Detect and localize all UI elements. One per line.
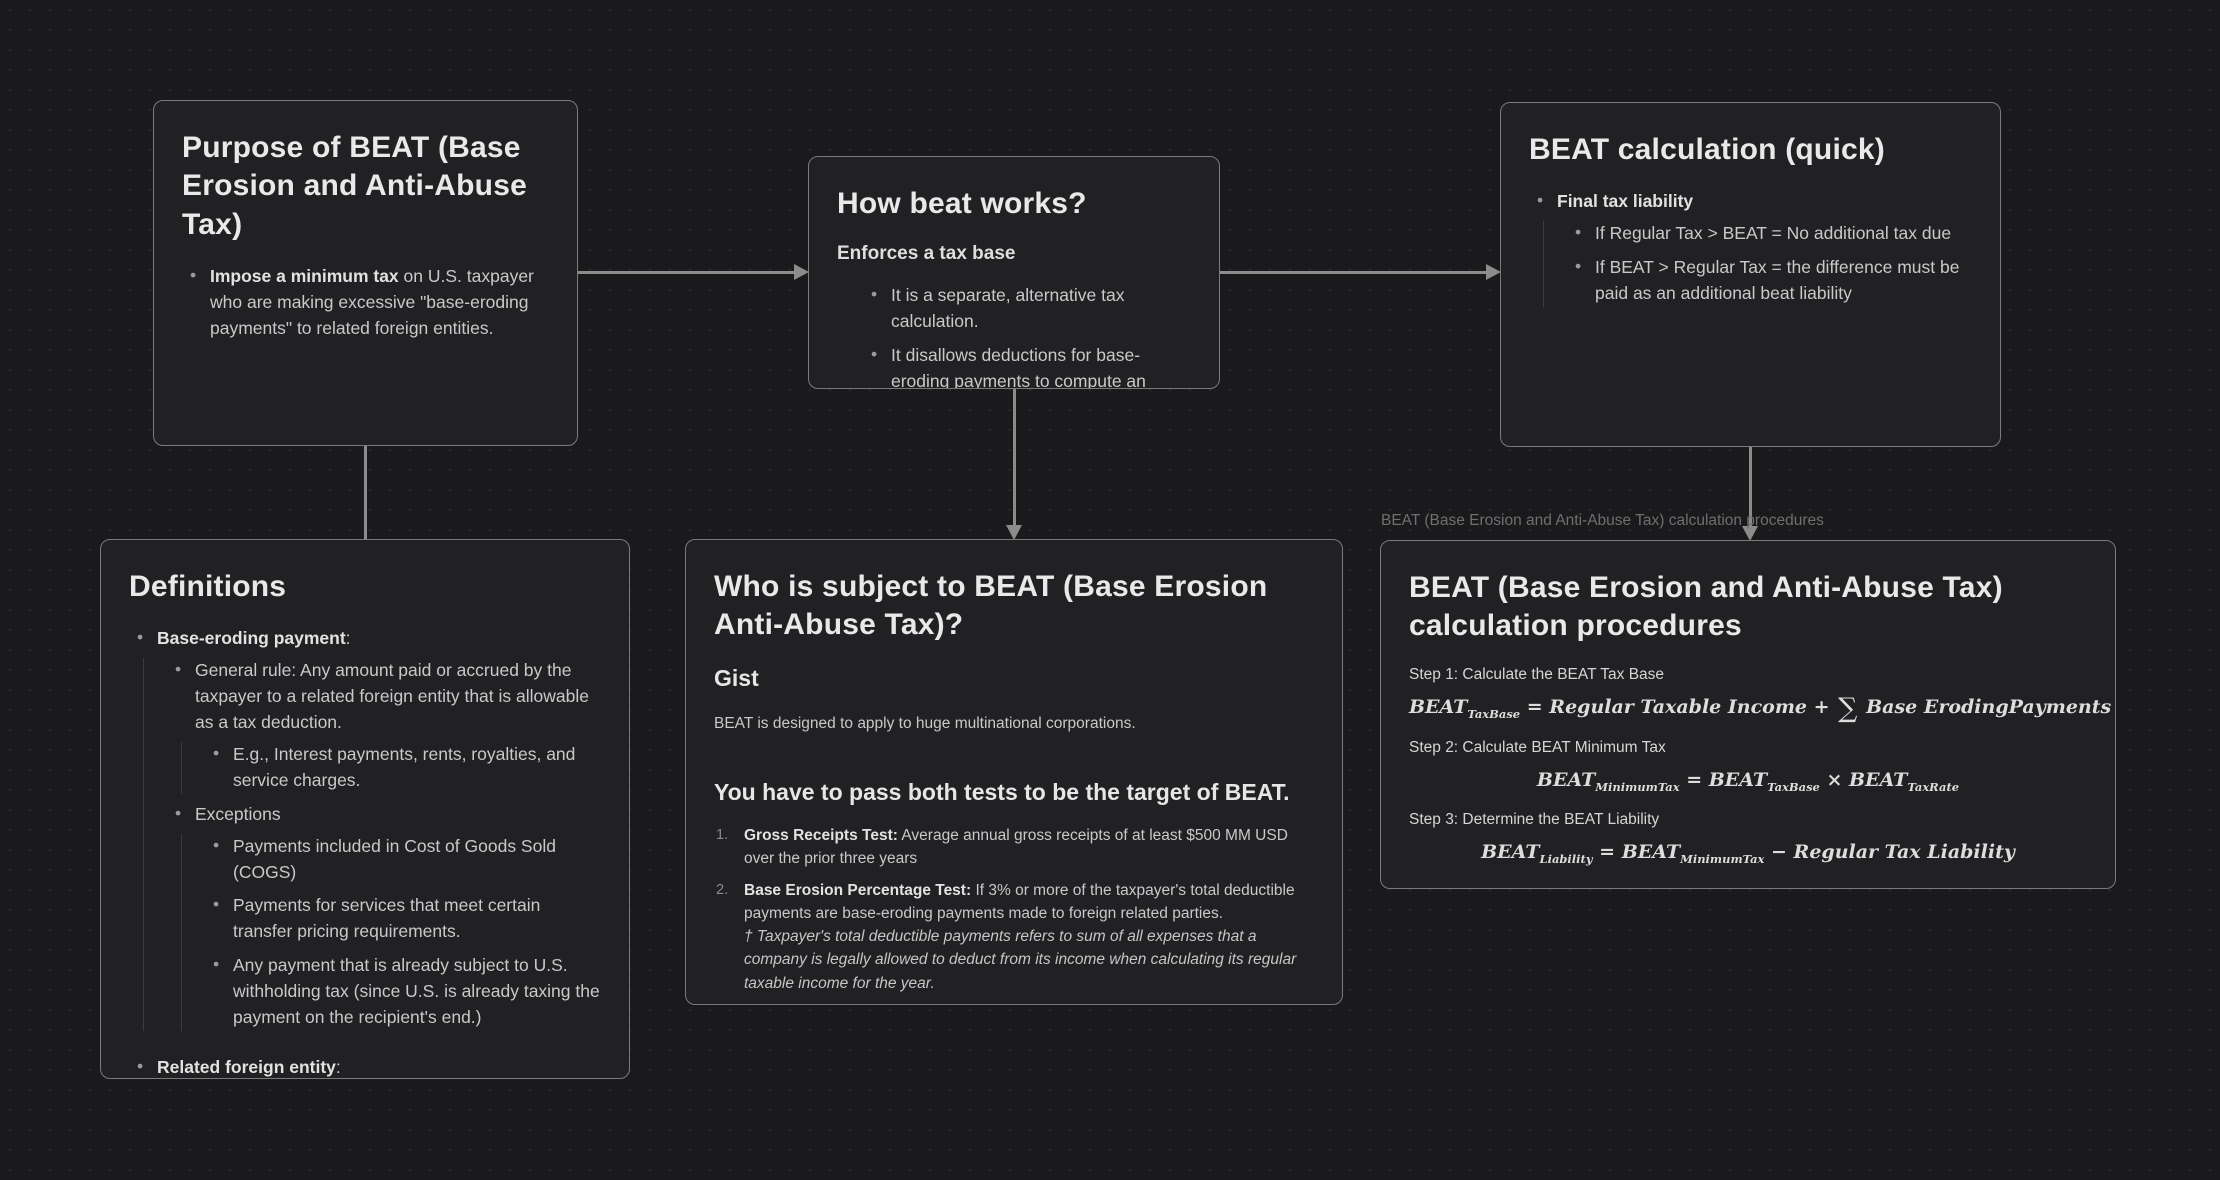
body-text: on U.S. taxpayer who are making excessiv…	[210, 266, 534, 338]
connector-how-to-quick[interactable]	[1220, 271, 1486, 274]
body-text: :	[345, 628, 351, 649]
connector-purpose-to-definitions[interactable]	[364, 446, 367, 540]
card-how-beat-works[interactable]: How beat works? Enforces a tax base It i…	[808, 156, 1220, 389]
gist-text: BEAT is designed to apply to huge multin…	[714, 714, 1136, 732]
bold-text: Final tax liability	[1557, 191, 1694, 212]
list-item: Payments included in Cost of Goods Sold …	[205, 833, 601, 886]
footnote-text: † Taxpayer's total deductible payments r…	[744, 928, 1297, 992]
list-item: Related foreign entity: An entity with 2…	[129, 1054, 601, 1078]
list-item: If Regular Tax > BEAT = No additional ta…	[1567, 220, 1972, 247]
arrowhead-right-icon	[1486, 264, 1501, 280]
step-label: Step 1: Calculate the BEAT Tax Base	[1409, 665, 1665, 683]
step-label: Step 2: Calculate BEAT Minimum Tax	[1409, 738, 1666, 756]
tests-heading: You have to pass both tests to be the ta…	[714, 779, 1290, 806]
bold-text: Base Erosion Percentage Test:	[744, 881, 972, 899]
card-purpose-of-beat[interactable]: Purpose of BEAT (Base Erosion and Anti-A…	[153, 100, 578, 446]
card-title: BEAT (Base Erosion and Anti-Abuse Tax) c…	[1409, 571, 2003, 643]
sum-operator: ∑	[1838, 692, 1858, 724]
body-text: General rule: Any amount paid or accrued…	[195, 660, 589, 733]
connector-purpose-to-how[interactable]	[578, 271, 795, 274]
list-item: 1. Gross Receipts Test: Average annual g…	[714, 824, 1314, 871]
gist-heading: Gist	[714, 664, 759, 691]
body-text: If 3% or more of the taxpayer's total de…	[744, 881, 1295, 922]
list-item: It disallows deductions for base-eroding…	[863, 342, 1191, 388]
arrowhead-down-icon	[1006, 525, 1022, 540]
list-item: Any payment that is already subject to U…	[205, 952, 601, 1031]
card-title: Definitions	[129, 570, 287, 603]
card-title: How beat works?	[837, 187, 1087, 220]
node-label: BEAT (Base Erosion and Anti-Abuse Tax) c…	[1381, 512, 1824, 529]
list-item: It is a separate, alternative tax calcul…	[863, 282, 1191, 335]
step-label: Step 3: Determine the BEAT Liability	[1409, 811, 1660, 829]
list-item: Base-eroding payment: General rule: Any …	[129, 625, 601, 1031]
card-subtitle: Enforces a tax base	[837, 243, 1016, 265]
list-number: 2.	[716, 881, 729, 898]
card-who-is-subject[interactable]: Who is subject to BEAT (Base Erosion Ant…	[685, 539, 1343, 1005]
card-title: BEAT calculation (quick)	[1529, 133, 1885, 166]
bold-text: Base-eroding payment	[157, 628, 346, 649]
card-beat-calculation-quick[interactable]: BEAT calculation (quick) Final tax liabi…	[1500, 102, 2001, 447]
body-text: Average annual gross receipts of at leas…	[744, 827, 1288, 868]
list-number: 1.	[716, 827, 729, 844]
list-item: E.g., Interest payments, rents, royaltie…	[205, 741, 601, 794]
formula-liability: BEATLiability = BEATMinimumTax − Regular…	[1481, 841, 2015, 867]
list-item: Payments for services that meet certain …	[205, 892, 601, 945]
arrowhead-right-icon	[794, 264, 809, 280]
list-item: 2. Base Erosion Percentage Test: If 3% o…	[714, 879, 1314, 995]
arrowhead-down-icon	[1742, 526, 1758, 541]
formula-minimum-tax: BEATMinimumTax = BEATTaxBase × BEATTaxRa…	[1536, 768, 1960, 794]
card-definitions[interactable]: Definitions Base-eroding payment: Genera…	[100, 539, 630, 1079]
connector-how-to-subject[interactable]	[1013, 389, 1016, 526]
list-item: If BEAT > Regular Tax = the difference m…	[1567, 254, 1972, 307]
connector-quick-to-procedures[interactable]	[1749, 447, 1752, 526]
body-text: :	[335, 1056, 341, 1077]
card-title: Who is subject to BEAT (Base Erosion Ant…	[714, 570, 1268, 642]
card-title: Purpose of BEAT (Base Erosion and Anti-A…	[182, 131, 527, 241]
list-item: Final tax liability If Regular Tax > BEA…	[1529, 188, 1972, 307]
bold-text: Impose a minimum tax	[210, 266, 399, 287]
card-calculation-procedures[interactable]: BEAT (Base Erosion and Anti-Abuse Tax) c…	[1380, 540, 2116, 889]
bold-text: Related foreign entity	[157, 1056, 336, 1077]
list-item: General rule: Any amount paid or accrued…	[167, 657, 601, 794]
formula-tax-base: BEATTaxBase = Regular Taxable Income + ∑…	[1409, 692, 2112, 724]
bold-text: Gross Receipts Test:	[744, 827, 898, 845]
list-item: Exceptions Payments included in Cost of …	[167, 801, 601, 1031]
list-item: Impose a minimum tax on U.S. taxpayer wh…	[182, 263, 549, 342]
body-text: Exceptions	[195, 803, 281, 824]
